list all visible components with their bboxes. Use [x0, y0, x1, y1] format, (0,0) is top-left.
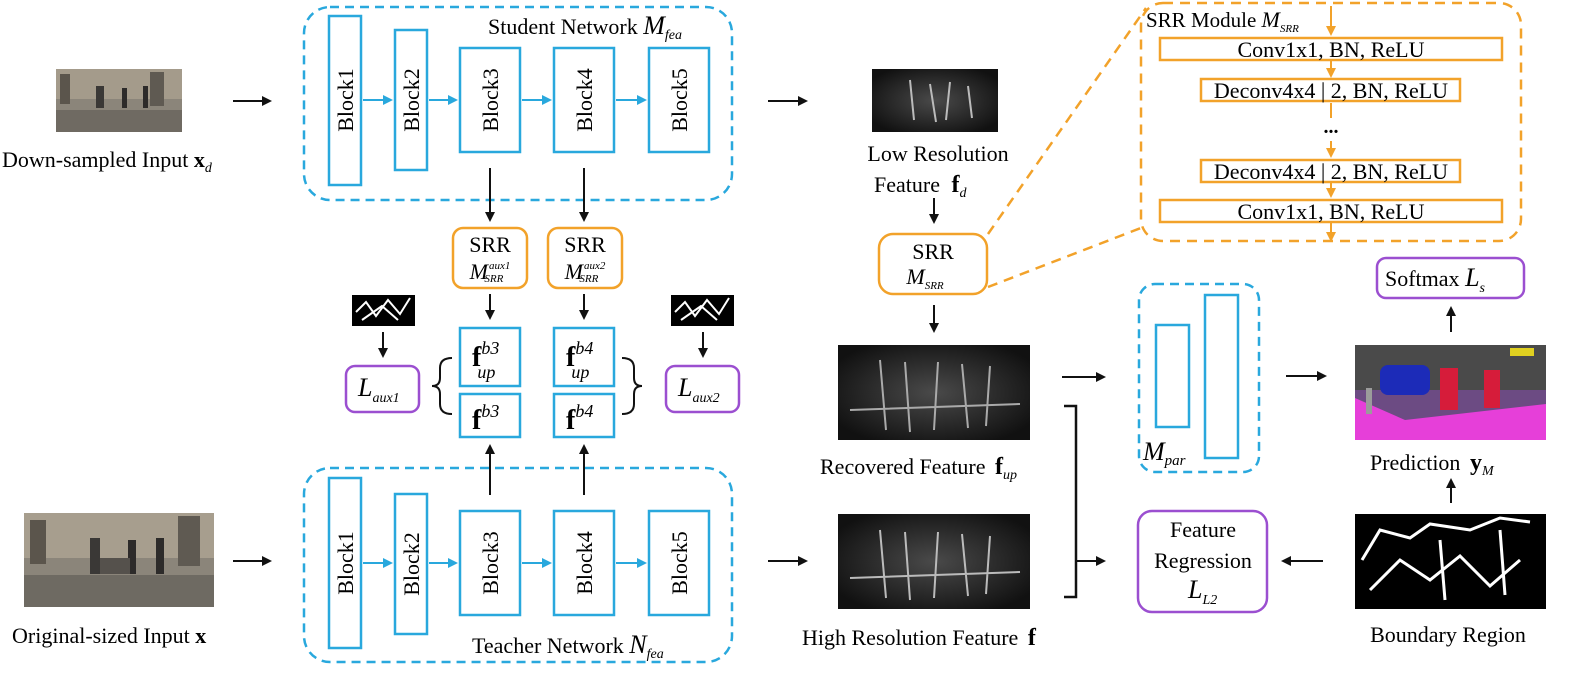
student-block1-label: Block1 [333, 68, 358, 132]
svg-text:Conv1x1, BN, ReLU: Conv1x1, BN, ReLU [1238, 199, 1425, 224]
svg-text:Conv1x1, BN, ReLU: Conv1x1, BN, ReLU [1238, 37, 1425, 62]
svg-text:SRR: SRR [912, 239, 954, 264]
svg-text:Teacher Network Nfea: Teacher Network Nfea [472, 630, 664, 662]
loss-aux1: Laux1 [344, 364, 421, 414]
loss-aux2: Laux2 [664, 364, 741, 414]
feature-f-b3: fb3 [458, 392, 522, 439]
svg-text:Boundary Region: Boundary Region [1370, 622, 1526, 647]
teacher-network: Teacher Network Nfea Block1 Block2 Block… [302, 466, 734, 664]
high-res-feature-label: High Resolution Feature f [802, 625, 1037, 651]
svg-text:Laux2: Laux2 [677, 373, 720, 406]
svg-text:SRR Module MSRR: SRR Module MSRR [1146, 7, 1299, 35]
bracket-fup-f [1064, 404, 1078, 599]
svg-text:Original-sized Input x: Original-sized Input x [12, 623, 206, 648]
brace-left [431, 357, 453, 415]
downsampled-input-label: Down-sampled Input xd [2, 147, 213, 176]
srr-module-detail: SRR Module MSRR Conv1x1, BN, ReLU Deconv… [1139, 1, 1523, 243]
srr-layer-1 [1158, 36, 1504, 62]
teacher-block2 [393, 492, 429, 636]
svg-text:Regression: Regression [1154, 548, 1252, 573]
srr-layer-2 [1199, 77, 1462, 103]
teacher-block4 [552, 509, 616, 617]
teacher-block1-label: Block1 [333, 531, 358, 595]
original-input-label: Original-sized Input x [12, 623, 206, 648]
boundary-region-image [1355, 514, 1546, 609]
svg-text:Mpar: Mpar [1142, 437, 1186, 469]
teacher-block4-label: Block4 [572, 531, 597, 595]
student-network: Student Network Mfea Block1 Block2 Block… [302, 5, 734, 202]
teacher-block5 [647, 509, 711, 617]
teacher-block3-label: Block3 [478, 531, 503, 595]
srr-zoom-line-bottom [987, 224, 1147, 289]
svg-text:SRR: SRR [564, 232, 606, 257]
teacher-block2-label: Block2 [399, 532, 424, 596]
softmax-loss: Softmax Ls [1375, 256, 1526, 300]
svg-text:LL2: LL2 [1187, 575, 1217, 608]
srr-layer-ellipsis: ... [1324, 116, 1339, 138]
svg-text:Deconv4x4 | 2, BN, ReLU: Deconv4x4 | 2, BN, ReLU [1214, 78, 1448, 103]
prediction-image [1355, 345, 1546, 440]
svg-text:Down-sampled Input xd: Down-sampled Input xd [2, 147, 213, 176]
student-block3-label: Block3 [478, 68, 503, 132]
boundary-thumb-left [352, 295, 415, 326]
boundary-region-label: Boundary Region [1370, 622, 1526, 647]
student-block3 [458, 46, 522, 154]
student-block2-label: Block2 [399, 68, 424, 132]
teacher-block1 [327, 476, 363, 650]
student-block4 [552, 46, 616, 154]
low-res-feature-label: Low Resolution Feature fd [867, 141, 1008, 201]
low-res-feature-image [872, 69, 998, 132]
student-block1 [327, 14, 363, 187]
feature-f-b4: fb4 [552, 392, 616, 439]
svg-text:Feature: Feature [1170, 517, 1236, 542]
student-block5-label: Block5 [667, 68, 692, 132]
svg-text:Laux1: Laux1 [357, 373, 400, 406]
student-block4-label: Block4 [572, 68, 597, 132]
svg-text:Recovered Feature fup: Recovered Feature fup [820, 454, 1017, 483]
svg-text:MSRR: MSRR [905, 264, 944, 292]
svg-text:fb4: fb4 [566, 401, 593, 436]
original-input-image [24, 513, 214, 607]
srr-zoom-line-top [986, 7, 1148, 235]
svg-text:Softmax Ls: Softmax Ls [1385, 263, 1486, 296]
srr-layer-4 [1158, 198, 1504, 224]
svg-text:Deconv4x4 | 2, BN, ReLU: Deconv4x4 | 2, BN, ReLU [1214, 159, 1448, 184]
svg-text:SRR: SRR [469, 232, 511, 257]
svg-text:Low Resolution: Low Resolution [867, 141, 1008, 166]
svg-text:High Resolution Feature f: High Resolution Feature f [802, 625, 1037, 651]
srr-layer-3 [1199, 158, 1462, 184]
high-res-feature-image [838, 514, 1030, 609]
student-block5 [647, 46, 711, 154]
svg-text:fb3: fb3 [472, 401, 499, 436]
feature-regression-loss: Feature Regression LL2 [1136, 509, 1269, 614]
main-srr: SRR MSRR [877, 232, 989, 296]
teacher-block3 [458, 509, 522, 617]
student-block2 [393, 28, 429, 172]
svg-text:Feature fd: Feature fd [874, 172, 967, 201]
svg-text:Student Network Mfea: Student Network Mfea [488, 11, 682, 43]
boundary-thumb-right [671, 295, 734, 326]
prediction-label: Prediction yM [1370, 450, 1495, 479]
svg-text:Prediction yM: Prediction yM [1370, 450, 1495, 479]
downsampled-input-image [56, 69, 182, 132]
brace-right [621, 357, 643, 415]
recovered-feature-label: Recovered Feature fup [820, 454, 1017, 483]
teacher-block5-label: Block5 [667, 531, 692, 595]
recovered-feature-image [838, 345, 1030, 440]
par-module: Mpar [1137, 282, 1261, 474]
